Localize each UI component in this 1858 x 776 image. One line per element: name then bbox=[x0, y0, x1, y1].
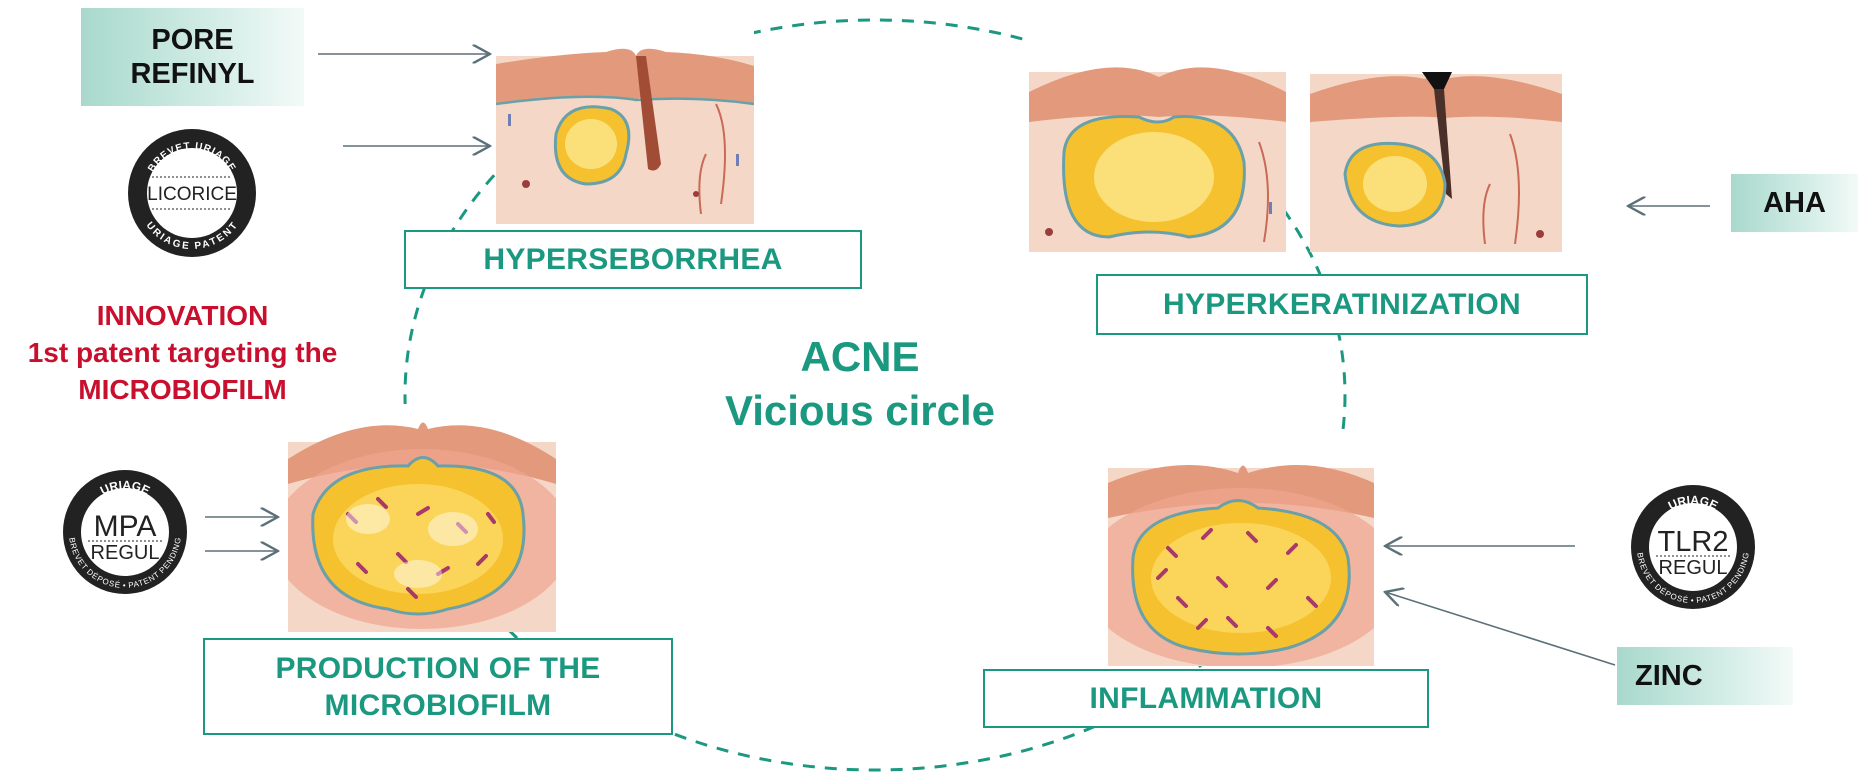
tlr2-seal-center-text-1: TLR2 bbox=[1658, 526, 1729, 558]
center-title-line-2: Vicious circle bbox=[700, 384, 1020, 438]
innovation-line-2: 1st patent targeting the bbox=[0, 334, 365, 371]
ingredient-zinc-label: ZINC bbox=[1635, 659, 1703, 693]
ingredient-pore-refinyl-line-2: REFINYL bbox=[130, 57, 254, 91]
ingredient-aha-label: AHA bbox=[1763, 186, 1826, 220]
innovation-note: INNOVATION 1st patent targeting the MICR… bbox=[0, 297, 365, 408]
ingredient-pore-refinyl-line-1: PORE bbox=[151, 23, 233, 57]
stage-hyperkeratinization: HYPERKERATINIZATION bbox=[1096, 274, 1588, 335]
hyperseborrhea-illustration bbox=[496, 4, 754, 224]
ingredient-pore-refinyl: PORE REFINYL bbox=[81, 8, 304, 106]
stage-inflammation: INFLAMMATION bbox=[983, 669, 1429, 728]
innovation-line-3: MICROBIOFILM bbox=[0, 371, 365, 408]
mpa-seal-center-text-2: REGUL bbox=[91, 542, 160, 564]
tlr2-seal-center-text-2: REGUL bbox=[1659, 557, 1728, 579]
stage-microbiofilm: PRODUCTION OF THE MICROBIOFILM bbox=[203, 638, 673, 735]
mpa-regul-seal: URIAGE BREVET DÉPOSÉ • PATENT PENDING MP… bbox=[58, 470, 192, 594]
licorice-seal-center-text: LICORICE bbox=[147, 184, 237, 205]
tlr2-regul-seal: URIAGE BREVET DÉPOSÉ • PATENT PENDING TL… bbox=[1626, 485, 1760, 609]
stage-microbiofilm-label-1: PRODUCTION OF THE bbox=[275, 650, 600, 687]
licorice-patent-seal: BREVET URIAGE URIAGE PATENT LICORICE bbox=[126, 127, 258, 259]
center-title: ACNE Vicious circle bbox=[700, 330, 1020, 438]
hyperkeratinization-illustration-1 bbox=[1029, 32, 1286, 252]
stage-microbiofilm-label-2: MICROBIOFILM bbox=[325, 687, 552, 724]
hyperkeratinization-illustration-2 bbox=[1310, 34, 1562, 252]
mpa-seal-center-text-1: MPA bbox=[94, 510, 157, 543]
arrow-zinc bbox=[1385, 592, 1615, 665]
stage-inflammation-label: INFLAMMATION bbox=[1090, 680, 1323, 717]
microbiofilm-illustration bbox=[288, 404, 556, 632]
ingredient-zinc: ZINC bbox=[1617, 647, 1793, 705]
stage-hyperkeratinization-label: HYPERKERATINIZATION bbox=[1163, 286, 1521, 323]
ingredient-aha: AHA bbox=[1731, 174, 1858, 232]
innovation-line-1: INNOVATION bbox=[0, 297, 365, 334]
stage-hyperseborrhea-label: HYPERSEBORRHEA bbox=[483, 241, 782, 278]
stage-hyperseborrhea: HYPERSEBORRHEA bbox=[404, 230, 862, 289]
center-title-line-1: ACNE bbox=[700, 330, 1020, 384]
inflammation-illustration bbox=[1108, 438, 1374, 666]
